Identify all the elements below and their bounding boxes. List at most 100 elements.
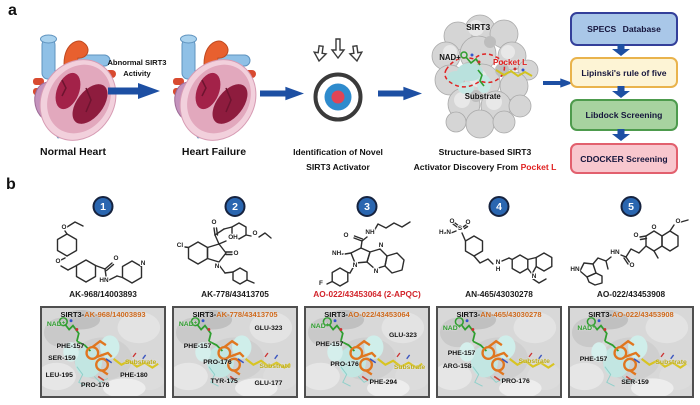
protein-pocket-l-label: Pocket L [492, 58, 528, 68]
atom-label: N [532, 273, 537, 280]
atom-label: N [353, 262, 358, 269]
atom-label: O [676, 218, 681, 225]
sirt3-surface-illustration: SIRT3 NAD+ Pocket L Substrate [420, 8, 548, 144]
compound-structure: O O O O HN HN [569, 217, 689, 286]
atom-label: N [141, 260, 146, 267]
residue-label: Substrate [259, 363, 291, 371]
normal-heart-label: Normal Heart [40, 146, 106, 158]
atom-label: N [374, 268, 379, 275]
residue-label: TYR-175 [210, 378, 238, 386]
residue-label: NAD⁺ [310, 323, 330, 331]
residue-label: SER-159 [621, 379, 649, 387]
pose-title: SIRT3-AN-465/43030278 [456, 310, 542, 319]
flowchart-box-cdocker: CDOCKER Screening [570, 143, 678, 174]
down-arrow-icon [612, 86, 630, 98]
residue-label: PHE-157 [447, 350, 476, 358]
protein-sirt3-label: SIRT3 [466, 21, 491, 32]
protein-surface-graphic [431, 14, 539, 139]
protein-caption: Structure-based SIRT3 Activator Discover… [413, 147, 557, 172]
atom-label: NH₂ [332, 250, 344, 257]
residue-label: GLU-323 [254, 324, 283, 332]
compound-name: AK-968/14003893 [69, 289, 137, 299]
residue-label: GLU-323 [388, 331, 417, 339]
atom-label: N [379, 242, 384, 249]
atom-label: O [253, 230, 258, 237]
atom-label: O [466, 219, 471, 226]
residue-label: NAD⁺ [46, 321, 66, 329]
compound-number-badge: 4 [488, 196, 510, 217]
residue-label: ARG-158 [442, 362, 472, 370]
atom-label: F [319, 280, 323, 287]
right-arrow-icon [543, 78, 573, 88]
atom-label: O [56, 258, 61, 265]
right-arrow-icon [378, 86, 422, 101]
pose-title: SIRT3-AO-022/43453064 [324, 310, 410, 319]
atom-label: O [212, 219, 217, 226]
residue-label: Substrate [518, 358, 550, 366]
residue-label: PHE-294 [369, 379, 398, 387]
flowchart-box-lipinski: Lipinski's rule of five [570, 57, 678, 88]
atom-label: HN [99, 277, 109, 284]
residue-label: PHE-157 [56, 343, 85, 351]
down-arrow-icon [612, 44, 630, 56]
down-arrow-icon [612, 129, 630, 141]
atom-label: N [215, 263, 220, 270]
compound-structure: O O O HN N [55, 221, 147, 285]
atom-label: O [652, 224, 657, 231]
atom-label: S [458, 225, 463, 232]
pocket-l-highlight: Pocket L [520, 161, 557, 172]
compound-structure: NH O NH₂ N N N F [318, 221, 411, 287]
compound-name: AK-778/43413705 [201, 289, 269, 299]
target-caption: Identification of Novel SIRT3 Activator [293, 147, 383, 172]
atom-label: O [114, 255, 119, 262]
atom-label: O [634, 232, 639, 239]
residue-label: PHE-157 [183, 343, 212, 351]
atom-label: O [234, 250, 239, 257]
protein-substrate-label: Substrate [464, 92, 501, 102]
residue-label: GLU-177 [254, 380, 283, 388]
atom-label: O [344, 232, 349, 239]
compound-name: AN-465/43030278 [465, 289, 533, 299]
residue-label: Substrate [655, 359, 687, 367]
atom-label: NH [365, 229, 375, 236]
residue-label: SER-159 [48, 354, 76, 362]
pose-title: SIRT3-AK-778/43413705 [192, 310, 278, 319]
normal-heart-illustration [28, 34, 120, 143]
residue-label: NAD⁺ [577, 324, 596, 332]
compound-number-badge: 3 [356, 196, 378, 217]
compound-number-badge: 2 [224, 196, 246, 217]
atom-label: H₂N [439, 229, 451, 236]
panel-a-label: a [8, 2, 17, 19]
panel-b-label: b [6, 176, 16, 193]
compound-column-3: 3 NH O NH₂ N N N F AO-022/43453064 (2-APQC) SI… [304, 188, 430, 400]
residue-label: PRO-176 [330, 360, 359, 368]
residue-label: LEU-195 [45, 372, 73, 380]
atom-label: HN [610, 249, 620, 256]
transition-label: Abnormal SIRT3 Activity [107, 58, 167, 78]
compound-name: AO-022/43453064 (2-APQC) [313, 289, 421, 299]
atom-label: HN [570, 266, 580, 273]
atom-label: O [630, 262, 635, 269]
residue-label: NAD⁺ [178, 321, 198, 329]
pose-title: SIRT3-AK-968/14003893 [60, 310, 146, 319]
residue-label: Substrate [124, 359, 157, 367]
residue-label: PRO-176 [501, 378, 530, 386]
atom-label: H [496, 266, 501, 273]
compound-name: AO-022/43453908 [596, 289, 666, 299]
residue-label: Substrate [393, 364, 426, 372]
residue-label: PRO-176 [203, 359, 232, 367]
atom-label: OH [228, 234, 238, 241]
atom-label: O [62, 224, 67, 231]
right-arrow-icon [108, 83, 160, 99]
protein-nad-label: NAD+ [439, 52, 461, 62]
